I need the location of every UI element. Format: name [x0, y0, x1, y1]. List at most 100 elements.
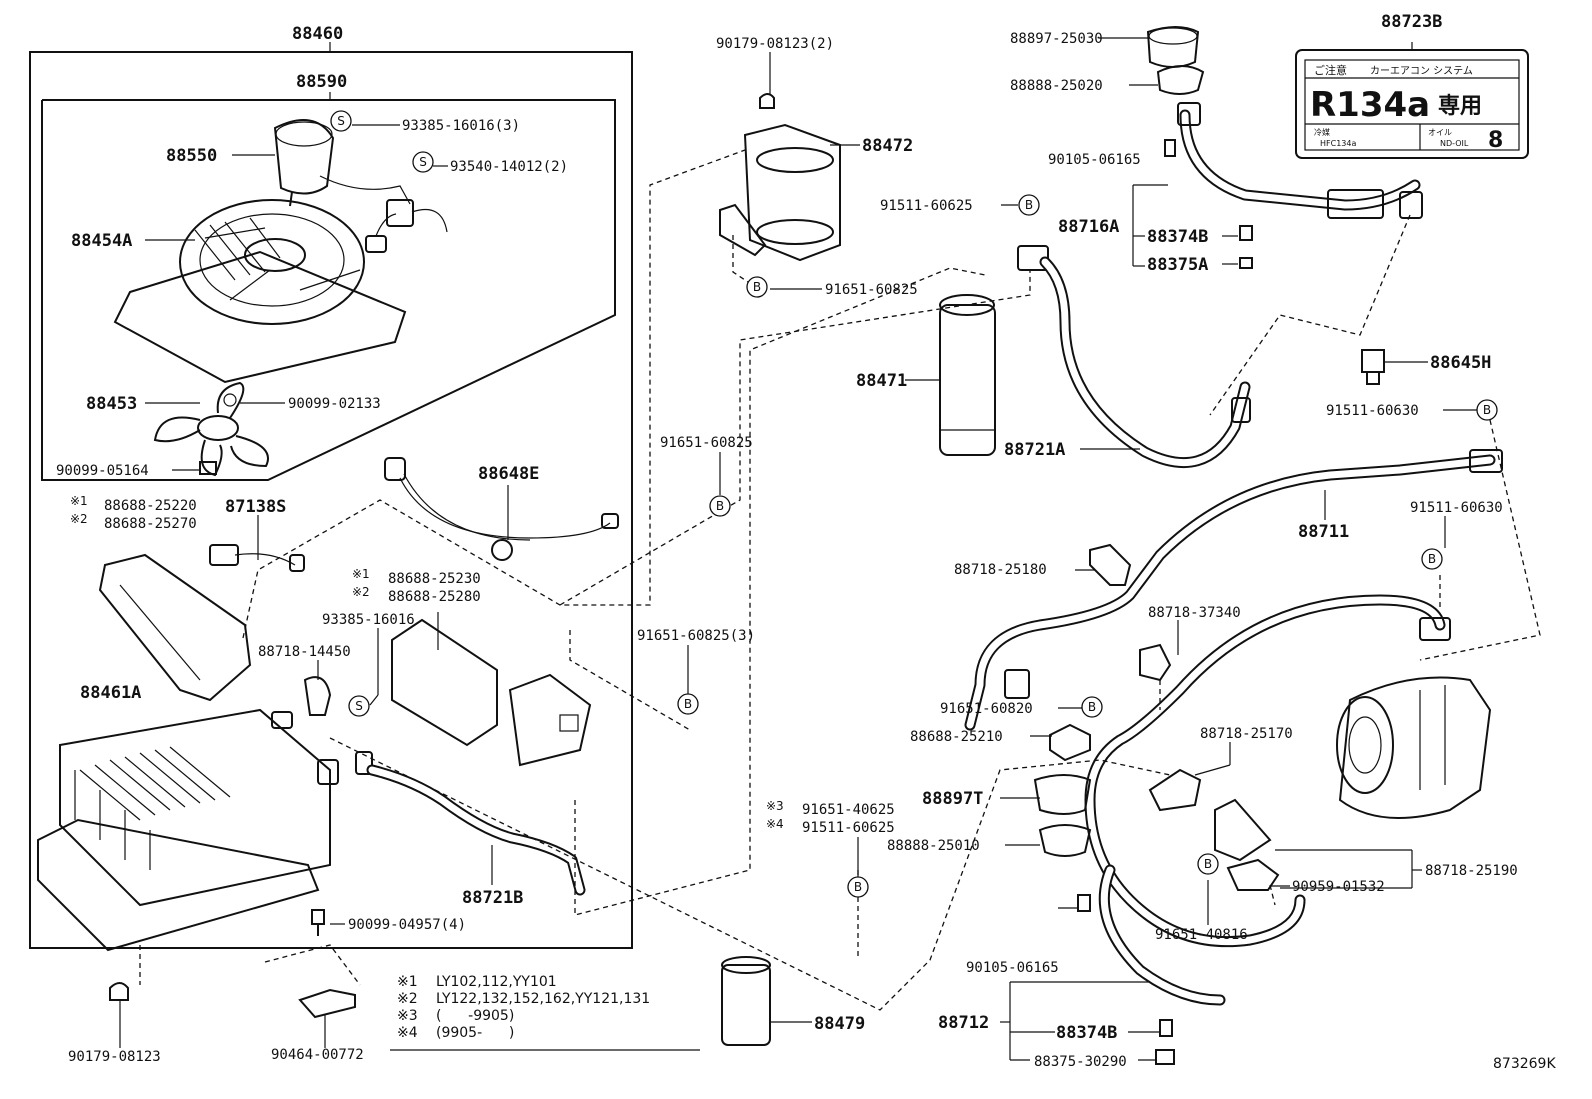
label-88460: 88460	[292, 24, 343, 44]
evaporator-icon	[37, 708, 339, 952]
svg-text:B: B	[1483, 403, 1491, 417]
label-88374B-a: 88374B	[1147, 227, 1208, 247]
sticker-text: ご注意 カーエアコン システム R134a 専用 冷媒 HFC134a オイル …	[1310, 63, 1503, 153]
label-91651-60825-b: 91651-60825	[660, 435, 753, 451]
svg-text:B: B	[1088, 700, 1096, 714]
part-labels: 88460 88590 88550 93385-16016(3) 93540-1…	[56, 12, 1556, 1072]
label-88718-14450: 88718-14450	[258, 644, 351, 660]
label-91511-60625-b: 91511-60625	[802, 820, 895, 836]
clamp-icon	[298, 988, 356, 1019]
cap-88897T-icon	[1033, 774, 1092, 815]
bolt-icon	[311, 909, 325, 936]
footnote-4-text: (9905- )	[436, 1025, 514, 1041]
cap-88375-icon	[1155, 1049, 1175, 1065]
sticker-refrigerant: R134a	[1310, 85, 1430, 125]
label-93540-14012: 93540-14012(2)	[450, 159, 568, 175]
pipe-compressor-icon	[1084, 594, 1451, 1006]
pipe-88711-icon	[964, 449, 1503, 731]
bracket-25210-icon	[1049, 723, 1091, 762]
svg-text:B: B	[1025, 198, 1033, 212]
clip-90959-icon	[1226, 858, 1280, 891]
svg-text:S: S	[337, 114, 345, 128]
svg-text:B: B	[1428, 552, 1436, 566]
assembly-box-88460	[29, 51, 633, 949]
label-88897-25030: 88897-25030	[1010, 31, 1103, 47]
label-93385-16016-3: 93385-16016(3)	[402, 118, 520, 134]
case-lower-icon	[391, 618, 592, 767]
label-90464-00772: 90464-00772	[271, 1047, 364, 1063]
svg-text:B: B	[854, 880, 862, 894]
sticker-header-left: ご注意	[1314, 63, 1347, 77]
label-91651-60825-3: 91651-60825(3)	[637, 628, 755, 644]
bracket-25190-icon	[1214, 798, 1272, 862]
label-88688-25230: 88688-25230	[388, 571, 481, 587]
label-88472: 88472	[862, 136, 913, 156]
label-88688-25280: 88688-25280	[388, 589, 481, 605]
label-91651-40816: 91651-40816	[1155, 927, 1248, 943]
label-88688-25270: 88688-25270	[104, 516, 197, 532]
label-88712: 88712	[938, 1013, 989, 1033]
label-88645H: 88645H	[1430, 353, 1491, 373]
receiver-88479-icon	[721, 956, 771, 1046]
receiver-drier-icon	[939, 294, 996, 456]
svg-text:※2: ※2	[352, 585, 370, 599]
sticker-oil-number: 8	[1488, 128, 1503, 153]
hose-88721A-icon	[1017, 245, 1251, 469]
sticker-header-right: カーエアコン システム	[1370, 65, 1473, 77]
leader-lines	[119, 37, 1478, 1061]
label-90959-01532: 90959-01532	[1292, 879, 1385, 895]
sticker-small-left-2: HFC134a	[1320, 139, 1356, 148]
callout-b-1: B	[746, 276, 768, 298]
label-90105-06165-b: 90105-06165	[966, 960, 1059, 976]
label-88888-25010: 88888-25010	[887, 838, 980, 854]
label-88461A: 88461A	[80, 683, 141, 703]
svg-text:B: B	[753, 280, 761, 294]
fan-icon	[153, 381, 269, 477]
label-88888-25020: 88888-25020	[1010, 78, 1103, 94]
assembly-box-88590	[41, 99, 616, 481]
svg-text:B: B	[716, 499, 724, 513]
footnote-3-text: ( -9905)	[436, 1008, 514, 1024]
label-90179-08123: 90179-08123	[68, 1049, 161, 1065]
svg-text:※1: ※1	[352, 567, 370, 581]
label-91651-40625: 91651-40625	[802, 802, 895, 818]
dashed-lines	[139, 149, 1541, 1011]
sticker-small-right-1: オイル	[1428, 128, 1452, 137]
pressure-switch-icon	[1361, 349, 1385, 385]
label-87138S: 87138S	[225, 497, 286, 517]
footnote-4-mark: ※4	[397, 1025, 418, 1041]
seal-88888-icon	[1038, 824, 1092, 857]
label-88550: 88550	[166, 146, 217, 166]
svg-text:※3: ※3	[766, 799, 784, 813]
svg-text:※1: ※1	[70, 494, 88, 508]
fan-shroud-icon	[113, 199, 407, 384]
clamp-25180-icon	[1089, 543, 1132, 586]
callout-b-7: B	[1421, 548, 1443, 570]
label-88688-25220: 88688-25220	[104, 498, 197, 514]
label-88648E: 88648E	[478, 464, 539, 484]
label-90105-06165-a: 90105-06165	[1048, 152, 1141, 168]
label-88897T: 88897T	[922, 789, 983, 809]
sticker-small-right-2: ND-OIL	[1440, 139, 1469, 148]
callout-s-2: S	[412, 151, 434, 173]
label-91511-60630-b: 91511-60630	[1410, 500, 1503, 516]
label-88688-25210: 88688-25210	[910, 729, 1003, 745]
footnote-3-mark: ※3	[397, 1008, 418, 1024]
clamp-37340-icon	[1139, 643, 1172, 682]
compressor-icon	[1336, 676, 1492, 819]
label-88718-25180: 88718-25180	[954, 562, 1047, 578]
label-88711: 88711	[1298, 522, 1349, 542]
clip-icon	[303, 676, 332, 716]
label-88375-30290: 88375-30290	[1034, 1054, 1127, 1070]
label-88479: 88479	[814, 1014, 865, 1034]
label-90099-04957: 90099-04957(4)	[348, 917, 466, 933]
bolt-90105-icon	[1077, 894, 1091, 912]
label-88453: 88453	[86, 394, 137, 414]
refrigerant-sticker	[1295, 42, 1529, 159]
label-93385-16016: 93385-16016	[322, 612, 415, 628]
diagram-id: 873269K	[1493, 1056, 1556, 1072]
blower-motor-icon	[273, 119, 448, 253]
label-88471: 88471	[856, 371, 907, 391]
valve-88374B-icon	[1159, 1019, 1173, 1037]
hose-88721B-icon	[355, 751, 586, 896]
